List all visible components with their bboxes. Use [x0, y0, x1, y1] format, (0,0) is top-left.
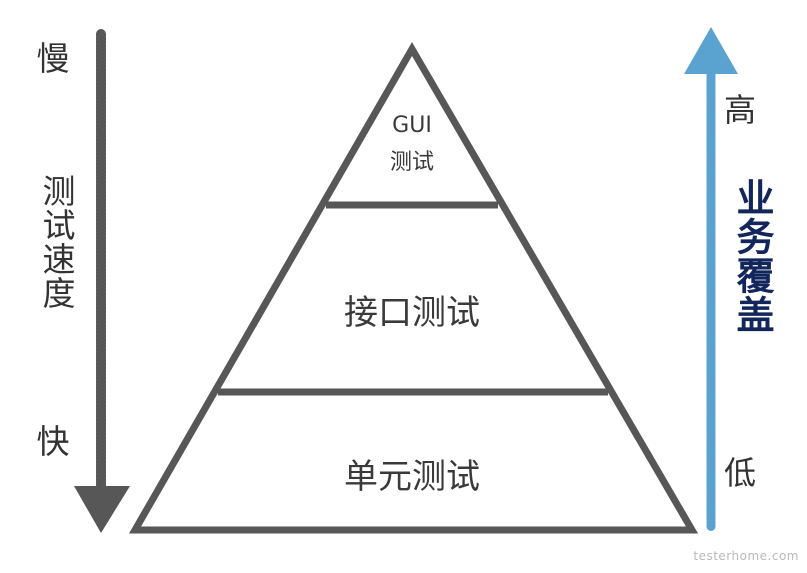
test-speed-label: 测试速度 — [37, 174, 76, 310]
coverage-arrow — [684, 27, 738, 532]
pyramid — [128, 42, 699, 534]
speed-arrow — [74, 29, 130, 533]
unit-test-label: 单元测试 — [344, 457, 480, 497]
coverage-high-label: 高 — [723, 91, 756, 129]
business-coverage-label: 业务覆盖 — [730, 178, 774, 334]
gui-test-label-line2: 测试 — [389, 150, 434, 175]
speed-slow-label: 慢 — [36, 39, 70, 78]
coverage-low-label: 低 — [723, 454, 756, 492]
gui-test-label: GUI 测试 — [362, 115, 462, 174]
gui-test-label-line1: GUI — [392, 113, 432, 138]
watermark-text: testerhome.com — [693, 549, 799, 563]
pyramid-outline — [128, 42, 699, 534]
speed-fast-label: 快 — [36, 422, 70, 461]
api-test-label: 接口测试 — [344, 293, 480, 333]
